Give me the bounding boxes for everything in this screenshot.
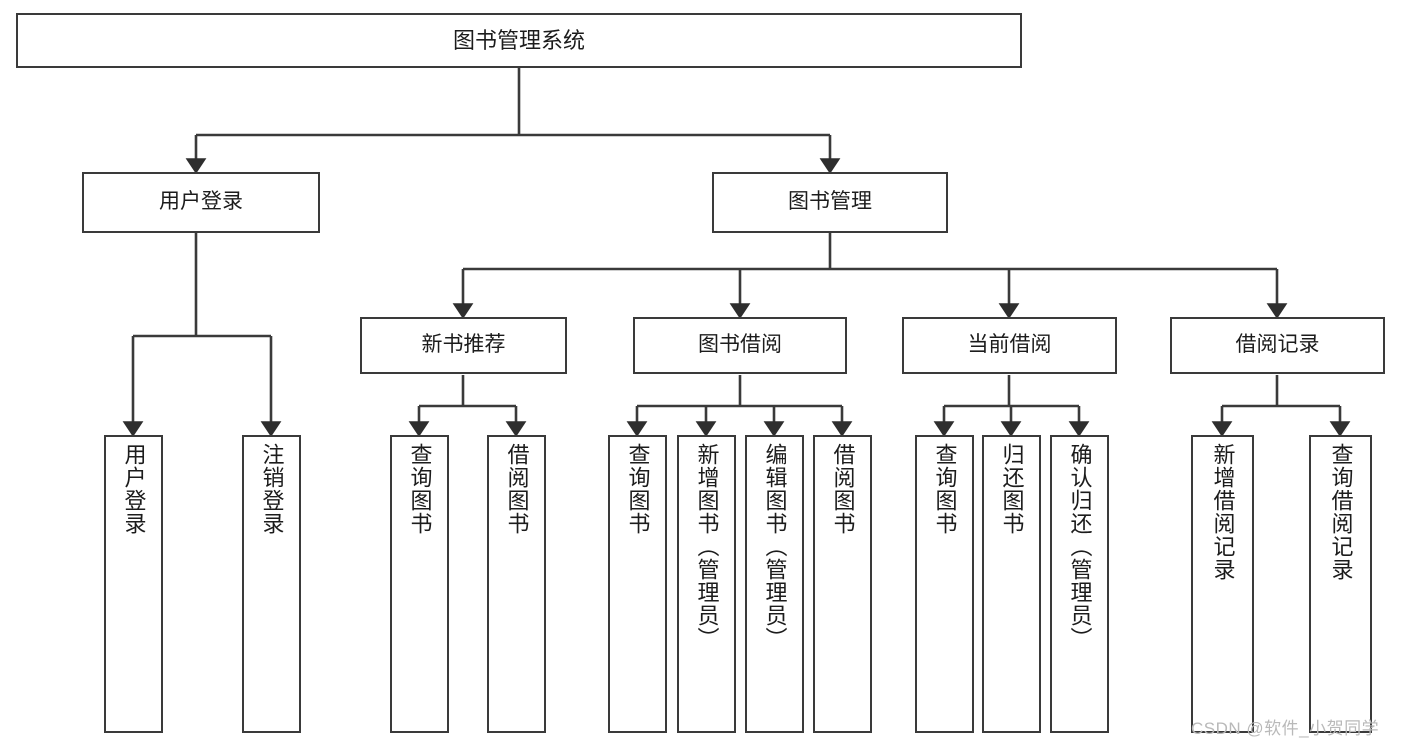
- node-new-book-rec-label: 新书推荐: [421, 333, 506, 357]
- node-leaf-confirm-return-label: 确认归还（管理员）: [1067, 443, 1093, 650]
- node-leaf-borrow-book-1[interactable]: 借阅图书: [487, 435, 546, 733]
- node-leaf-user-login[interactable]: 用户登录: [104, 435, 163, 733]
- node-book-borrow[interactable]: 图书借阅: [633, 317, 847, 374]
- node-leaf-logout[interactable]: 注销登录: [242, 435, 301, 733]
- node-leaf-logout-label: 注销登录: [259, 443, 285, 535]
- node-leaf-borrow-book-2-label: 借阅图书: [830, 443, 856, 535]
- node-leaf-user-login-label: 用户登录: [121, 443, 147, 535]
- csdn-watermark: CSDN @软件_小贺同学: [1191, 719, 1380, 738]
- node-leaf-add-book[interactable]: 新增图书（管理员）: [677, 435, 736, 733]
- node-leaf-query-book-1-label: 查询图书: [407, 443, 433, 535]
- node-user-login-label: 用户登录: [159, 190, 243, 214]
- node-leaf-query-book-2-label: 查询图书: [625, 443, 651, 535]
- node-leaf-query-book-3[interactable]: 查询图书: [915, 435, 974, 733]
- node-leaf-edit-book[interactable]: 编辑图书（管理员）: [745, 435, 804, 733]
- node-book-borrow-label: 图书借阅: [698, 333, 782, 357]
- node-root[interactable]: 图书管理系统: [16, 13, 1022, 68]
- node-leaf-query-book-1[interactable]: 查询图书: [390, 435, 449, 733]
- node-current-borrow-label: 当前借阅: [967, 333, 1052, 357]
- node-leaf-query-record[interactable]: 查询借阅记录: [1309, 435, 1372, 733]
- node-new-book-rec[interactable]: 新书推荐: [360, 317, 567, 374]
- node-leaf-edit-book-label: 编辑图书（管理员）: [762, 443, 788, 650]
- node-leaf-borrow-book-2[interactable]: 借阅图书: [813, 435, 872, 733]
- node-borrow-record-label: 借阅记录: [1235, 333, 1320, 357]
- node-leaf-add-record-label: 新增借阅记录: [1210, 443, 1236, 581]
- node-leaf-query-book-2[interactable]: 查询图书: [608, 435, 667, 733]
- node-current-borrow[interactable]: 当前借阅: [902, 317, 1117, 374]
- node-book-manage-label: 图书管理: [788, 190, 872, 214]
- node-root-label: 图书管理系统: [452, 27, 585, 53]
- node-leaf-return-book-label: 归还图书: [999, 443, 1025, 535]
- node-user-login[interactable]: 用户登录: [82, 172, 320, 233]
- node-leaf-return-book[interactable]: 归还图书: [982, 435, 1041, 733]
- node-book-manage[interactable]: 图书管理: [712, 172, 948, 233]
- node-leaf-query-book-3-label: 查询图书: [932, 443, 958, 535]
- node-leaf-borrow-book-1-label: 借阅图书: [504, 443, 530, 535]
- node-leaf-confirm-return[interactable]: 确认归还（管理员）: [1050, 435, 1109, 733]
- node-borrow-record[interactable]: 借阅记录: [1170, 317, 1385, 374]
- node-leaf-add-record[interactable]: 新增借阅记录: [1191, 435, 1254, 733]
- node-leaf-query-record-label: 查询借阅记录: [1328, 443, 1354, 581]
- node-leaf-add-book-label: 新增图书（管理员）: [694, 443, 720, 650]
